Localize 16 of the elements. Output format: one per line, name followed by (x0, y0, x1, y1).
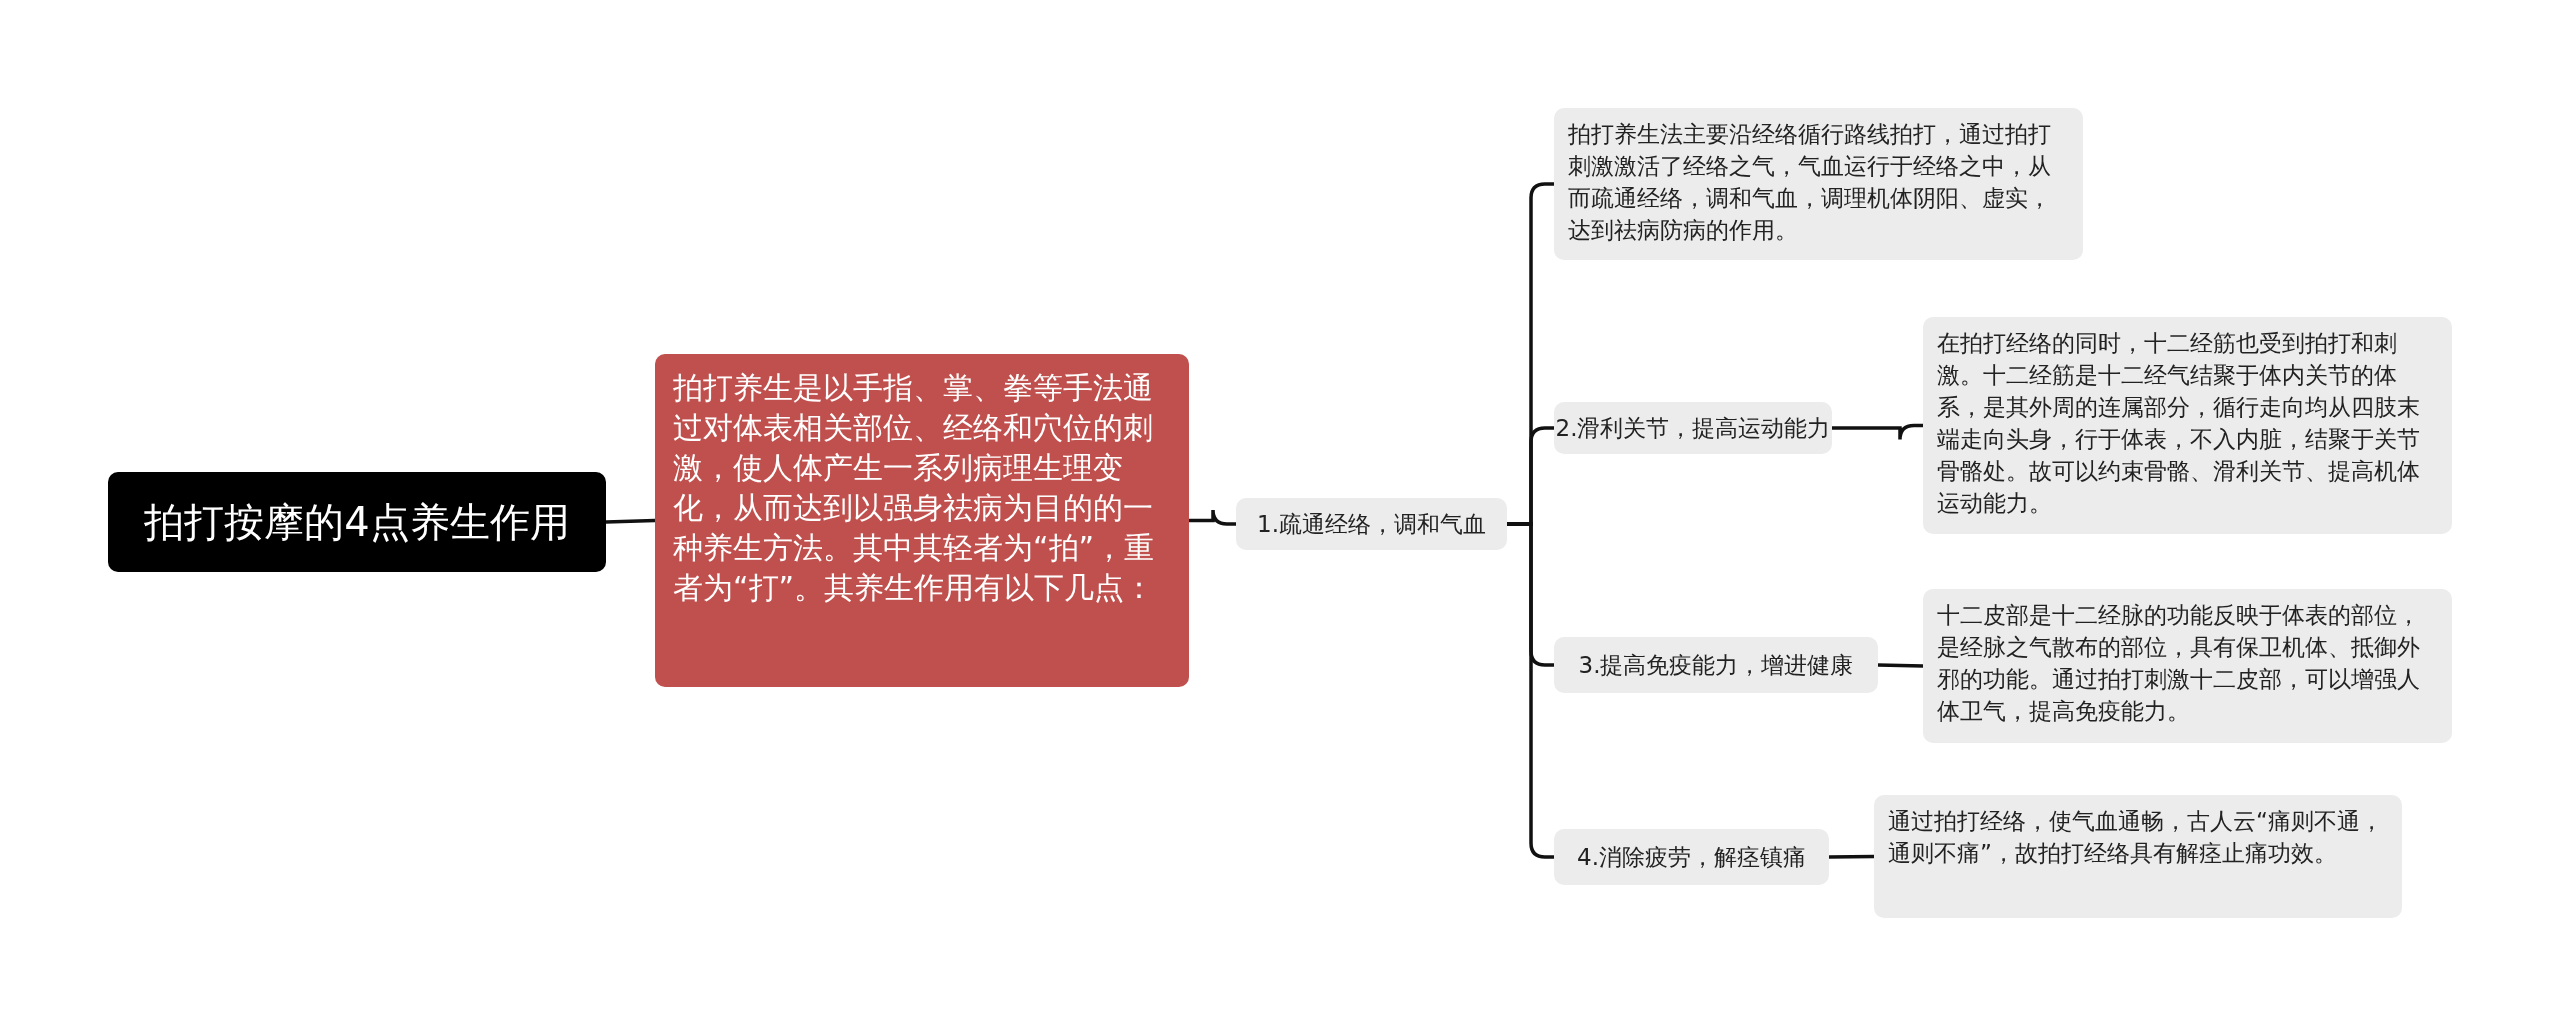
summary-box: 拍打养生是以手指、掌、拳等手法通过对体表相关部位、经络和穴位的刺激，使人体产生一系列病理生理变化，从而达到以强身祛病为目的的一种养生方法。其中其轻者为“拍”，重者为“打”。其养生作用有以下几点： (655, 354, 1189, 687)
connector-line (1877, 663, 1924, 668)
note-box: 十二皮部是十二经脉的功能反映于体表的部位，是经脉之气散布的部位，具有保卫机体、抵御外邪的功能。通过拍打刺激十二皮部，可以增强人体卫气，提高免疫能力。 (1923, 589, 2452, 743)
branch-box: 3.提高免疫能力，增进健康 (1554, 637, 1878, 693)
branch-box: 4.消除疲劳，解痉镇痛 (1554, 829, 1829, 885)
branch-box: 1.疏通经络，调和气血 (1236, 498, 1507, 550)
connector-line (1829, 854, 1874, 859)
branch-box: 2.滑利关节，提高运动能力 (1554, 402, 1832, 454)
connector-line (1507, 522, 1554, 859)
note-box: 通过拍打经络，使气血通畅，古人云“痛则不通，通则不痛”，故拍打经络具有解痉止痛功效。 (1874, 795, 2402, 918)
note-box: 在拍打经络的同时，十二经筋也受到拍打和刺激。十二经筋是十二经气结聚于体内关节的体系，是其外周的连属部分，循行走向均从四肢末端走向头身，行于体表，不入内脏，结聚于关节骨骼处。故可以约束骨骼、滑利关节、提高机体运动能力。 (1923, 317, 2452, 534)
connector-line (1189, 508, 1236, 526)
connector-line (605, 518, 656, 524)
note-box: 拍打养生法主要沿经络循行路线拍打，通过拍打刺激激活了经络之气，气血运行于经络之中，从而疏通经络，调和气血，调理机体阴阳、虚实，达到祛病防病的作用。 (1554, 108, 2083, 260)
connector-line (1832, 423, 1923, 442)
topic-box: 拍打按摩的4点养生作用 (108, 472, 606, 572)
